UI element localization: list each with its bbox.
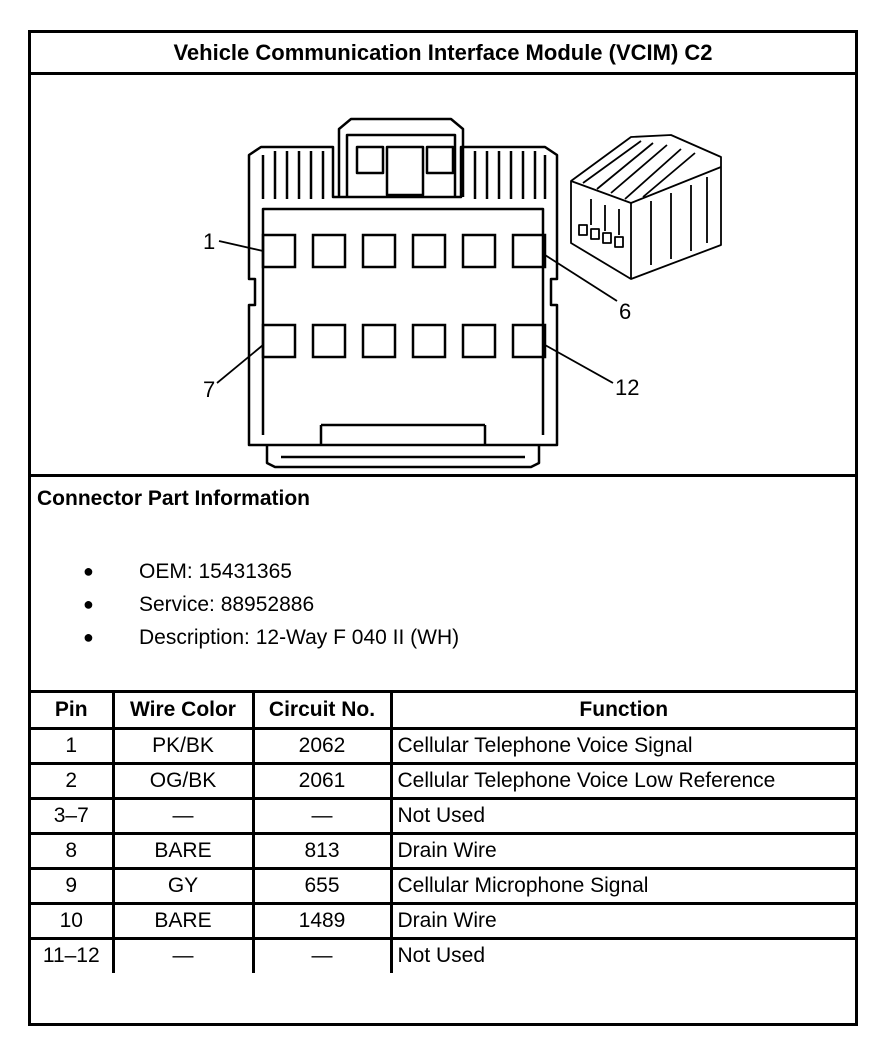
cavity-10 bbox=[411, 323, 447, 359]
connector-latch bbox=[337, 117, 465, 197]
table-row: 10 BARE 1489 Drain Wire bbox=[31, 901, 855, 940]
table-row: 9 GY 655 Cellular Microphone Signal bbox=[31, 866, 855, 905]
function-cell: Not Used bbox=[389, 796, 855, 835]
pin-label-1: 1 bbox=[203, 229, 215, 254]
connector-drawing: 1 6 7 12 bbox=[203, 117, 722, 469]
pinout-table: Pin Wire Color Circuit No. Function 1 PK… bbox=[31, 693, 855, 973]
function-cell: Drain Wire bbox=[389, 901, 855, 940]
connector-info-heading: Connector Part Information bbox=[37, 487, 311, 510]
circuit-cell: — bbox=[251, 936, 393, 973]
circuit-cell: 2061 bbox=[251, 761, 393, 800]
pin-label-12: 12 bbox=[615, 375, 639, 400]
function-cell: Not Used bbox=[389, 936, 855, 973]
bullet-icon: ● bbox=[83, 627, 94, 647]
leader-12 bbox=[544, 344, 614, 384]
wire-color-cell: BARE bbox=[111, 901, 255, 940]
pin-cell: 10 bbox=[31, 901, 115, 940]
connector-isometric bbox=[570, 134, 722, 280]
cavity-8 bbox=[311, 323, 347, 359]
table-row: 2 OG/BK 2061 Cellular Telephone Voice Lo… bbox=[31, 761, 855, 800]
cavity-5 bbox=[461, 233, 497, 269]
circuit-cell: 1489 bbox=[251, 901, 393, 940]
table-row: 1 PK/BK 2062 Cellular Telephone Voice Si… bbox=[31, 726, 855, 765]
connector-inner bbox=[261, 207, 545, 435]
bullet-icon: ● bbox=[83, 594, 94, 614]
function-cell: Drain Wire bbox=[389, 831, 855, 870]
wire-color-cell: BARE bbox=[111, 831, 255, 870]
leader-6 bbox=[544, 254, 618, 302]
cavity-12 bbox=[511, 323, 547, 359]
function-cell: Cellular Telephone Voice Low Reference bbox=[389, 761, 855, 800]
pin-cell: 2 bbox=[31, 761, 115, 800]
list-item: ● OEM: 15431365 bbox=[83, 555, 459, 588]
function-cell: Cellular Telephone Voice Signal bbox=[389, 726, 855, 765]
table-row: 8 BARE 813 Drain Wire bbox=[31, 831, 855, 870]
connector-base bbox=[265, 445, 541, 469]
circuit-cell: — bbox=[251, 796, 393, 835]
wire-color-cell: OG/BK bbox=[111, 761, 255, 800]
column-header-wire-color: Wire Color bbox=[111, 693, 255, 730]
connector-sheet: Vehicle Communication Interface Module (… bbox=[28, 30, 858, 1026]
circuit-cell: 2062 bbox=[251, 726, 393, 765]
function-cell: Cellular Microphone Signal bbox=[389, 866, 855, 905]
wire-color-cell: — bbox=[111, 796, 255, 835]
connector-diagram: 1 6 7 12 bbox=[31, 75, 855, 477]
table-row: 11–12 — — Not Used bbox=[31, 936, 855, 973]
table-row: 3–7 — — Not Used bbox=[31, 796, 855, 835]
connector-description: Description: 12-Way F 040 II (WH) bbox=[139, 626, 460, 649]
cavity-9 bbox=[361, 323, 397, 359]
column-header-pin: Pin bbox=[31, 693, 115, 730]
connector-info-list: ● OEM: 15431365 ● Service: 88952886 ● Descr… bbox=[83, 555, 459, 654]
cavity-3 bbox=[361, 233, 397, 269]
column-header-circuit-no: Circuit No. bbox=[251, 693, 393, 730]
cavity-1 bbox=[261, 233, 297, 269]
cavity-11 bbox=[461, 323, 497, 359]
cavity-6 bbox=[511, 233, 547, 269]
oem-part-number: OEM: 15431365 bbox=[139, 560, 292, 583]
pin-label-7: 7 bbox=[203, 377, 215, 402]
page-title: Vehicle Communication Interface Module (… bbox=[31, 33, 855, 75]
wire-color-cell: PK/BK bbox=[111, 726, 255, 765]
pin-cell: 11–12 bbox=[31, 936, 115, 973]
cavity-4 bbox=[411, 233, 447, 269]
connector-body bbox=[247, 145, 559, 447]
circuit-cell: 655 bbox=[251, 866, 393, 905]
pin-cell: 3–7 bbox=[31, 796, 115, 835]
service-part-number: Service: 88952886 bbox=[139, 593, 315, 616]
leader-1 bbox=[218, 240, 264, 252]
pin-cell: 9 bbox=[31, 866, 115, 905]
pin-cell: 1 bbox=[31, 726, 115, 765]
leader-7 bbox=[216, 344, 264, 384]
pin-cell: 8 bbox=[31, 831, 115, 870]
table-header-row: Pin Wire Color Circuit No. Function bbox=[31, 693, 855, 730]
list-item: ● Service: 88952886 bbox=[83, 588, 459, 621]
wire-color-cell: — bbox=[111, 936, 255, 973]
pin-label-6: 6 bbox=[619, 299, 631, 324]
bullet-icon: ● bbox=[83, 561, 94, 581]
cavity-2 bbox=[311, 233, 347, 269]
connector-part-information: Connector Part Information ● OEM: 1543136… bbox=[31, 477, 855, 693]
wire-color-cell: GY bbox=[111, 866, 255, 905]
circuit-cell: 813 bbox=[251, 831, 393, 870]
list-item: ● Description: 12-Way F 040 II (WH) bbox=[83, 621, 459, 654]
cavity-7 bbox=[261, 323, 297, 359]
column-header-function: Function bbox=[389, 693, 855, 730]
